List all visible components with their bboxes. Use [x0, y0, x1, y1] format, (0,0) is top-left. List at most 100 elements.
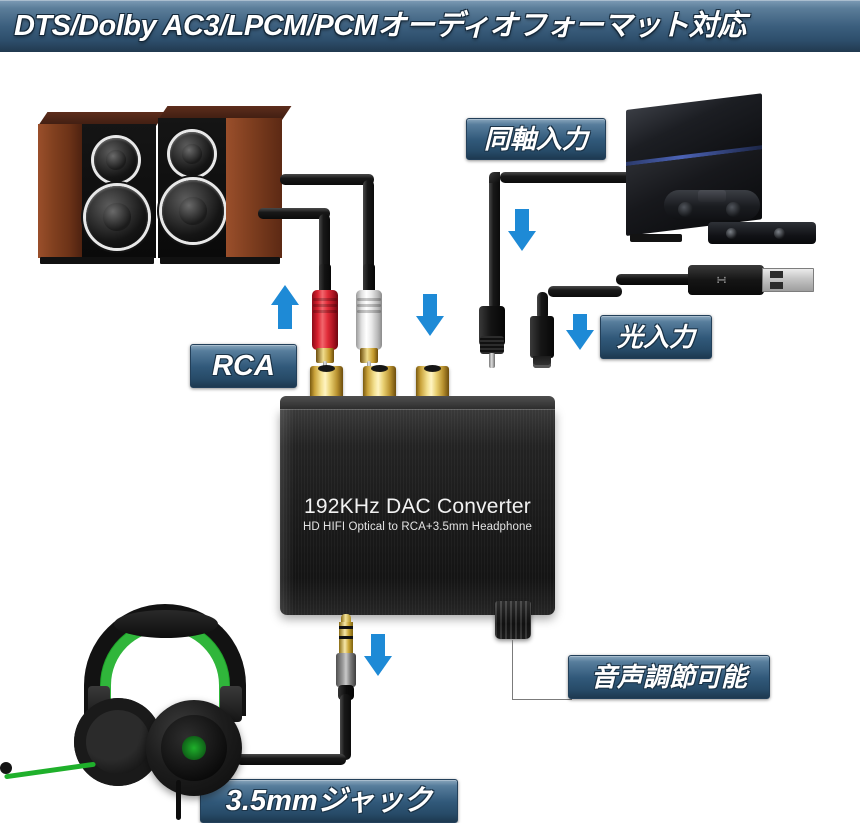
- label-optical-input: 光入力: [600, 315, 712, 359]
- 3.5mm-trs-plug: [335, 614, 357, 700]
- arrow-optical-down: [566, 314, 594, 356]
- optical-connector-grip: [480, 336, 504, 354]
- rca-jack-right[interactable]: [363, 365, 396, 400]
- headphone-logo: [182, 736, 206, 760]
- headphone-cable-vertical: [340, 694, 351, 760]
- arrow-rca-down: [416, 294, 444, 342]
- label-headphone-jack-text: 3.5mmジャック: [225, 785, 433, 817]
- speaker-front-baffle: [82, 124, 156, 258]
- rca-jack-third[interactable]: [416, 365, 449, 400]
- rca-jack-left[interactable]: [310, 365, 343, 400]
- dac-subtitle: HD HIFI Optical to RCA+3.5mm Headphone: [302, 521, 533, 533]
- arrow-stem: [371, 634, 385, 660]
- toslink-optical-connector: [479, 306, 505, 368]
- callout-leader-vertical: [512, 640, 513, 700]
- trs-barrel: [336, 653, 356, 687]
- arrow-head: [364, 656, 392, 676]
- rca-gold-collar: [316, 348, 334, 363]
- speaker-left: [38, 112, 166, 264]
- arrow-stem: [278, 303, 292, 329]
- playstation-4-console: [608, 93, 818, 260]
- camera-lens-right: [774, 228, 785, 239]
- speaker-front-baffle: [158, 118, 226, 258]
- speaker-right: [158, 106, 292, 264]
- woofer-driver: [162, 180, 224, 242]
- speaker-cable-upper-vertical: [363, 180, 374, 290]
- label-rca-text: RCA: [212, 350, 275, 382]
- micro-usb-tongue: [533, 356, 551, 368]
- optical-cable-horizontal: [548, 286, 622, 297]
- headphone-earcup-right: [146, 700, 242, 796]
- ps4-camera: [708, 222, 816, 244]
- rca-ring: [357, 304, 381, 307]
- rca-gold-collar: [360, 348, 378, 363]
- woofer-driver: [86, 186, 148, 248]
- dac-front-panel: 192KHz DAC Converter HD HIFI Optical to …: [280, 409, 555, 615]
- trs-tip: [341, 614, 351, 623]
- rca-cable-white: [363, 264, 375, 294]
- micro-usb-connector: [530, 316, 554, 370]
- dac-top-panel: [280, 396, 555, 412]
- label-coaxial-input: 同軸入力: [466, 118, 606, 160]
- rca-ring: [313, 304, 337, 307]
- arrow-head: [416, 316, 444, 336]
- header-banner: DTS/Dolby AC3/LPCM/PCMオーディオフォーマット対応: [0, 0, 860, 52]
- volume-knob[interactable]: [495, 601, 531, 639]
- dust-cap: [182, 144, 202, 164]
- label-optical-input-text: 光入力: [616, 322, 695, 352]
- rca-cable-red: [319, 264, 331, 294]
- arrow-stem: [515, 209, 529, 235]
- headphone-headband-pad: [114, 610, 218, 638]
- usb-icon: ∺: [716, 272, 727, 287]
- arrow-headphone-down: [364, 634, 392, 682]
- arrow-stem: [573, 314, 587, 334]
- speaker-base: [160, 257, 280, 264]
- arrow-stem: [423, 294, 437, 320]
- label-rca: RCA: [190, 344, 297, 388]
- rca-ring: [357, 298, 381, 301]
- speaker-cable-lower-horizontal: [258, 208, 330, 219]
- speaker-cable-lower-vertical: [319, 214, 330, 290]
- headphone-cable: [176, 780, 181, 820]
- trs-insulator-ring: [339, 636, 353, 639]
- label-headphone-jack: 3.5mmジャック: [200, 779, 458, 823]
- gaming-headphones: [0, 604, 270, 820]
- speaker-cable-upper-horizontal: [280, 174, 374, 185]
- arrow-head: [271, 285, 299, 305]
- trs-insulator-ring: [339, 626, 353, 629]
- rca-ring: [357, 310, 381, 313]
- usb-type-a-connector: ∺: [688, 263, 820, 297]
- rca-boot-red: [312, 290, 338, 350]
- controller-touchpad: [698, 190, 726, 202]
- headphone-cable-horizontal: [236, 754, 346, 765]
- ps4-stand: [630, 234, 682, 242]
- dust-cap: [106, 150, 126, 170]
- usb-overmold: [688, 265, 764, 295]
- arrow-head: [508, 231, 536, 251]
- headphone-boom-mic: [4, 761, 96, 780]
- speaker-base: [40, 257, 154, 264]
- label-volume-adjustable: 音声調節可能: [568, 655, 770, 699]
- usb-metal-shroud: [762, 268, 814, 292]
- optical-cable-vertical: [537, 292, 548, 320]
- camera-lens-left: [726, 228, 737, 239]
- label-coaxial-input-text: 同軸入力: [483, 124, 588, 154]
- coaxial-cable-elbow: [489, 172, 500, 183]
- coaxial-cable-horizontal: [500, 172, 636, 183]
- banner-title: DTS/Dolby AC3/LPCM/PCMオーディオフォーマット対応: [14, 10, 746, 42]
- optical-ferrule: [489, 353, 495, 368]
- arrow-coaxial-down: [508, 209, 536, 257]
- rca-ring: [313, 298, 337, 301]
- rca-ring: [313, 310, 337, 313]
- dac-title: 192KHz DAC Converter: [304, 495, 531, 518]
- tweeter-driver: [94, 138, 138, 182]
- dust-cap: [179, 197, 207, 225]
- usb-cable-lead: [616, 274, 696, 285]
- micro-usb-body: [530, 316, 554, 358]
- coaxial-cable-vertical: [489, 178, 500, 310]
- label-volume-adjustable-text: 音声調節可能: [590, 662, 747, 692]
- arrow-rca-up: [271, 285, 299, 345]
- controller-right-stick: [726, 202, 741, 217]
- callout-leader-horizontal: [512, 699, 572, 700]
